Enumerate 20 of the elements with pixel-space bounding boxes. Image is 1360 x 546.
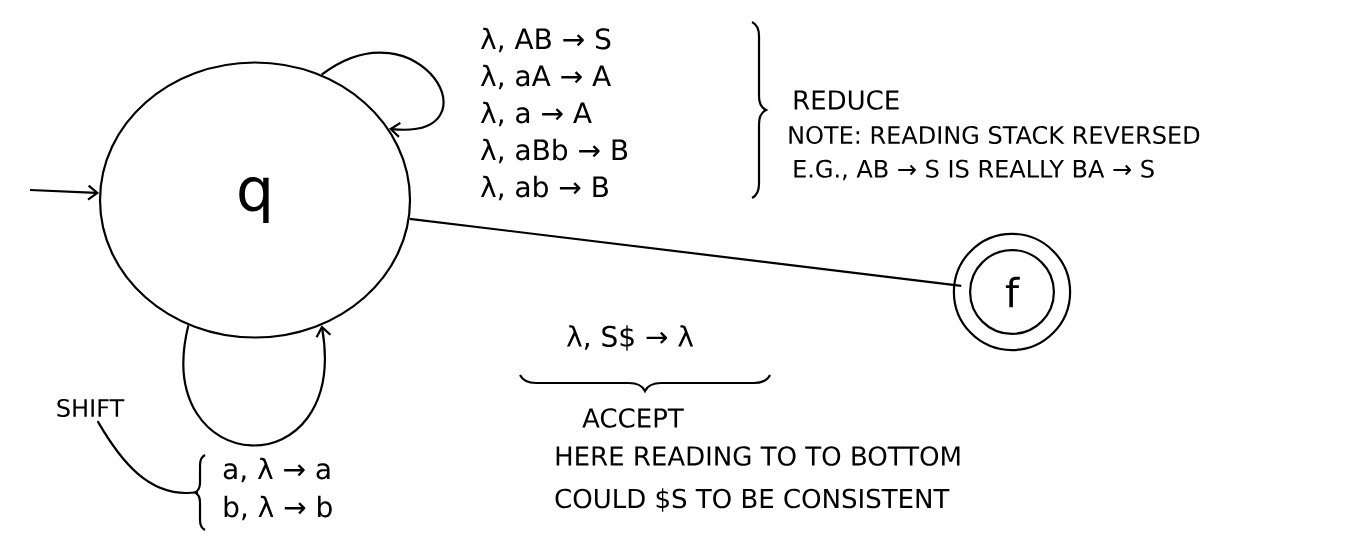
note-text: λ, AB → S xyxy=(480,27,611,53)
note-text: b, λ → b xyxy=(224,495,332,521)
note-text: λ, aBb → B xyxy=(480,138,628,164)
edge-label: λ, S$ → λ xyxy=(566,325,694,351)
loop-arrow xyxy=(182,325,332,447)
note-text: HERE READING TO TO BOTTOM xyxy=(556,446,960,466)
note-text: REDUCE xyxy=(794,90,899,110)
note-text: a, λ → a xyxy=(223,457,330,483)
note-text: E.G., AB → S IS REALLY BA → S xyxy=(794,159,1154,181)
note-text: COULD $S TO BE CONSISTENT xyxy=(555,488,950,512)
state-label: SHIFT xyxy=(57,398,125,418)
note-text: ACCEPT xyxy=(582,408,684,428)
loop-arrow xyxy=(321,52,445,138)
note-text: λ, ab → B xyxy=(480,175,608,201)
arrow xyxy=(29,184,100,201)
transition-line xyxy=(409,217,962,287)
note-text: λ, aA → A xyxy=(480,64,611,90)
leader-line xyxy=(96,420,199,495)
note-text: NOTE: READING STACK REVERSED xyxy=(789,125,1200,145)
note-text: λ, a → A xyxy=(480,101,592,127)
